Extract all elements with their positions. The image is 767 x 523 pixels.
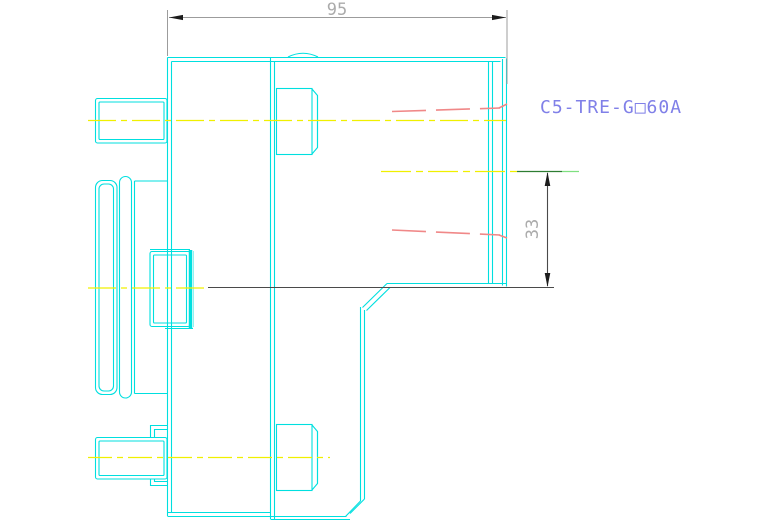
arrowhead-right [492, 14, 506, 21]
terminal-screw-bottom [94, 424, 168, 487]
arrowhead-up [544, 172, 551, 186]
part-number-label: C5-TRE-G□60A [540, 97, 682, 118]
dimension-95-text: 95 [327, 0, 347, 20]
dimension-height-33: 33 [208, 170, 579, 289]
mounting-bars [94, 175, 167, 399]
dimension-width-95: 95 [167, 0, 508, 84]
terminal-window-top [275, 87, 319, 156]
centerlines [88, 119, 517, 459]
hidden-lines [391, 103, 508, 239]
din-rail-clip [149, 248, 194, 330]
arrowhead-down [544, 273, 551, 287]
dimension-33-text: 33 [523, 219, 543, 239]
arrowhead-left [169, 14, 183, 21]
part-outline [166, 52, 508, 521]
